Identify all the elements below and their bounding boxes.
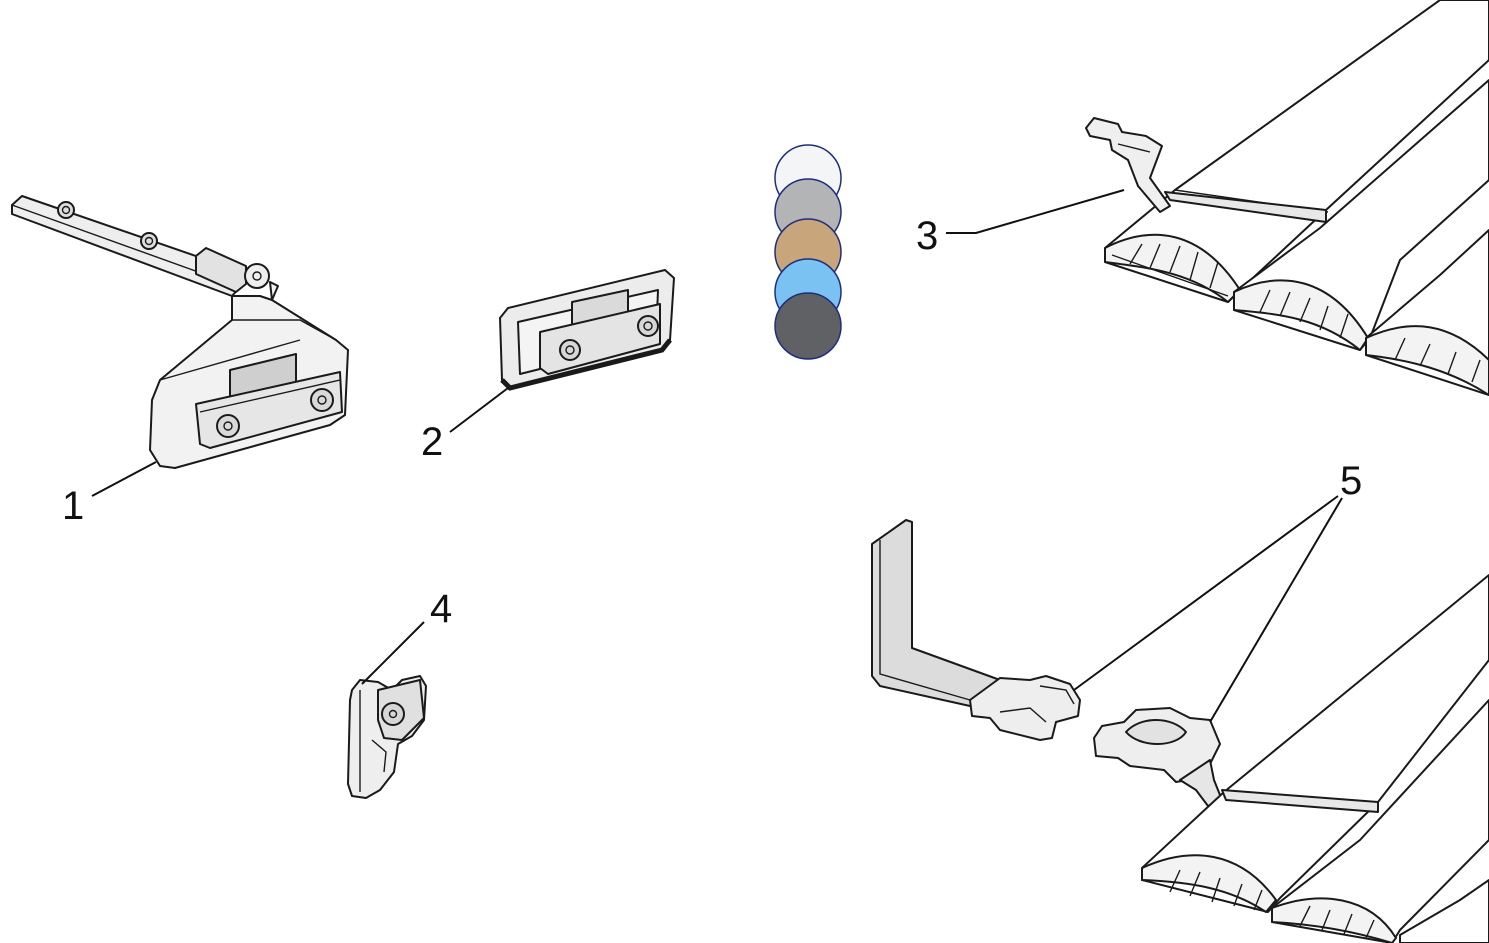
leader-1 (91, 461, 157, 497)
color-swatches (774, 144, 842, 360)
callout-1: 1 (62, 484, 84, 528)
leader-5a (1073, 495, 1339, 691)
callout-3: 3 (916, 214, 938, 258)
callout-numbers: 1 2 3 4 5 (62, 214, 1362, 631)
leader-lines (91, 189, 1343, 723)
part-2-catch-plate (499, 269, 675, 391)
leader-5b (1209, 497, 1343, 723)
swatch-anthracite (774, 292, 842, 360)
callout-5: 5 (1340, 459, 1362, 503)
part-4-small-clip (347, 675, 427, 799)
part-3-slat-clip-assembly (1085, 0, 1489, 396)
callout-2: 2 (421, 420, 443, 464)
leader-2 (449, 387, 509, 433)
callout-4: 4 (430, 587, 452, 631)
leader-4 (361, 621, 425, 685)
part-5-strap-buckle-assembly (871, 519, 1489, 943)
leader-3 (946, 189, 1125, 234)
part-1-hinge-bracket (11, 195, 349, 469)
